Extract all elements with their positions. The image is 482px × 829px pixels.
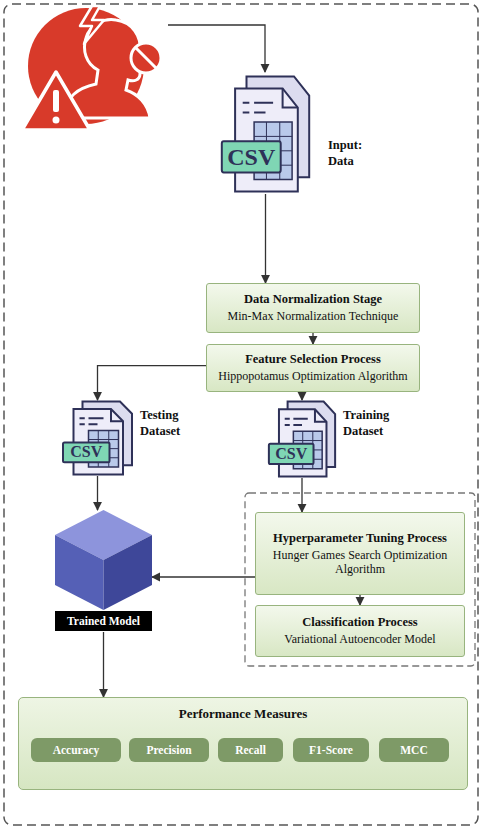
csv-document-drawing — [266, 400, 338, 478]
panel-title: Performance Measures — [19, 698, 467, 722]
csv-file-icon: CSVTesting Dataset — [60, 400, 135, 476]
model-label: Trained Model — [55, 611, 152, 631]
dashed-group-region — [245, 493, 475, 666]
process-box: Hyperparameter Tuning ProcessHunger Game… — [255, 512, 465, 595]
metric-pill: Recall — [218, 738, 283, 762]
dataset-label: Training Dataset — [343, 408, 389, 439]
headache-illustration — [22, 6, 161, 130]
metric-pill: MCC — [379, 738, 449, 762]
flow-arrow — [312, 333, 313, 344]
box-subtitle: Min-Max Normalization Technique — [228, 309, 399, 323]
csv-document-drawing — [60, 400, 135, 476]
metric-name: Precision — [146, 744, 191, 756]
cube-drawing — [55, 510, 152, 610]
illustration-arrow — [168, 25, 265, 72]
box-subtitle: Hunger Games Search Optimization Algorit… — [264, 548, 456, 577]
trained-model-cube: Trained Model — [55, 510, 152, 632]
csv-document-drawing — [218, 74, 313, 194]
metric-name: MCC — [400, 744, 427, 756]
flow-arrow — [301, 392, 302, 400]
process-box: Classification ProcessVariational Autoen… — [255, 605, 465, 657]
metric-pill: F1-Score — [293, 738, 369, 762]
file-type-tag: CSV — [63, 443, 110, 463]
flow-arrow — [98, 366, 207, 400]
flow-arrow — [103, 632, 104, 697]
flow-arrow — [152, 576, 255, 577]
process-box: Data Normalization StageMin-Max Normaliz… — [206, 283, 420, 333]
box-heading: Feature Selection Process — [245, 352, 381, 367]
metric-pill: Precision — [129, 738, 209, 762]
metric-pill: Accuracy — [31, 738, 121, 762]
dataset-label: Testing Dataset — [140, 408, 180, 439]
csv-file-icon: CSVTraining Dataset — [266, 400, 338, 478]
box-heading: Classification Process — [302, 615, 417, 630]
box-heading: Data Normalization Stage — [244, 292, 382, 307]
dataset-label: Input: Data — [328, 138, 362, 169]
outer-dashed-border — [4, 4, 478, 825]
box-subtitle: Variational Autoencoder Model — [284, 632, 435, 646]
box-subtitle: Hippopotamus Optimization Algorithm — [218, 369, 407, 383]
box-heading: Hyperparameter Tuning Process — [273, 531, 447, 546]
metric-name: Accuracy — [53, 744, 100, 756]
flow-arrow — [265, 194, 266, 283]
flow-arrow — [97, 476, 98, 510]
process-box: Feature Selection ProcessHippopotamus Op… — [206, 344, 420, 392]
file-type-tag: CSV — [222, 141, 281, 172]
csv-file-icon: CSVInput: Data — [218, 74, 313, 194]
metric-name: F1-Score — [309, 744, 353, 756]
performance-panel: Performance MeasuresAccuracy Precision Rec… — [18, 697, 468, 790]
metric-name: Recall — [235, 744, 266, 756]
flow-arrow — [301, 478, 302, 512]
file-type-tag: CSV — [269, 444, 314, 464]
flow-arrow — [359, 595, 360, 605]
